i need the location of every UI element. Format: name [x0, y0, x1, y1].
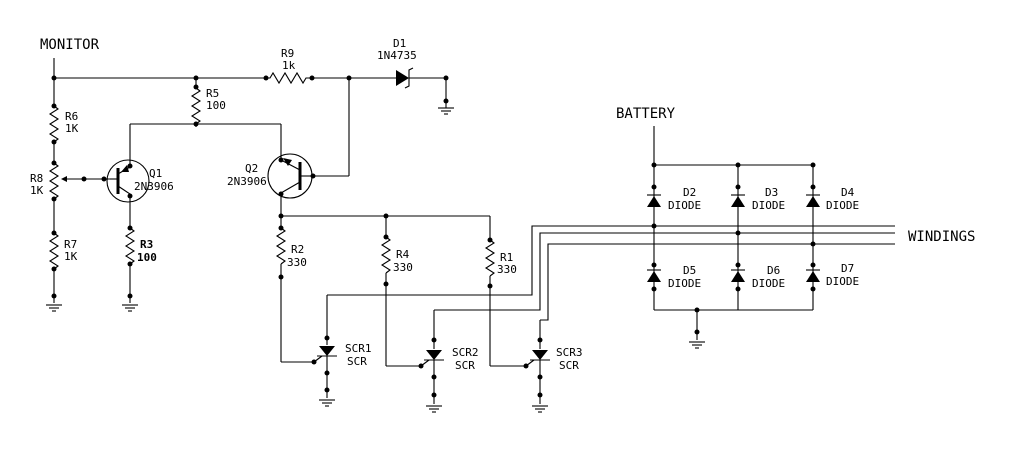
potentiometer-r8: R8 1K	[30, 160, 87, 202]
d2-ref: D2	[683, 186, 696, 199]
r9-ref: R9	[281, 47, 294, 60]
scr2-value: SCR	[455, 359, 475, 372]
resistor-r1: R1 330	[485, 230, 517, 366]
r3-value: 100	[137, 251, 157, 264]
r6-ref: R6	[65, 110, 78, 123]
transistor-q2: Q2 2N3906	[227, 153, 313, 199]
d5-ref: D5	[683, 264, 696, 277]
d6-value: DIODE	[752, 277, 785, 290]
resistor-r2: R2 330	[276, 225, 307, 362]
monitor-label: MONITOR	[40, 37, 100, 53]
d5-value: DIODE	[668, 277, 701, 290]
d7-value: DIODE	[826, 275, 859, 288]
resistor-r4: R4 330	[381, 228, 413, 366]
q1-value: 2N3906	[134, 180, 174, 193]
windings-label: WINDINGS	[908, 229, 975, 245]
diode-d4: D4 DIODE	[805, 184, 859, 247]
diode-d6: D6 DIODE	[730, 262, 785, 292]
ground-icon	[688, 341, 706, 349]
ground-icon	[531, 405, 549, 413]
battery-label: BATTERY	[616, 106, 676, 122]
scr3-ref: SCR3	[556, 346, 583, 359]
resistor-r9: R9 1k	[262, 47, 315, 85]
r1-ref: R1	[500, 251, 513, 264]
r1-value: 330	[497, 263, 517, 276]
d1-ref: D1	[393, 37, 406, 50]
resistor-r6: R6 1K	[49, 103, 79, 145]
q2-ref: Q2	[245, 162, 258, 175]
d3-value: DIODE	[752, 199, 785, 212]
r6-value: 1K	[65, 122, 79, 135]
scr1-ref: SCR1	[345, 342, 372, 355]
zener-d1: D1 1N4735	[377, 37, 455, 115]
r9-value: 1k	[282, 59, 296, 72]
transistor-q1: Q1 2N3906	[106, 159, 174, 203]
diode-d3: D3 DIODE	[730, 184, 785, 236]
r4-value: 330	[393, 261, 413, 274]
ground-icon	[425, 405, 443, 413]
ground-icon	[121, 304, 139, 312]
diode-d7: D7 DIODE	[805, 262, 859, 292]
r4-ref: R4	[396, 248, 410, 261]
d4-ref: D4	[841, 186, 855, 199]
scr2-ref: SCR2	[452, 346, 479, 359]
scr3-value: SCR	[559, 359, 579, 372]
scr3: SCR3 SCR	[490, 320, 583, 413]
d7-ref: D7	[841, 262, 854, 275]
resistor-r5: R5 100	[191, 78, 226, 127]
ground-icon	[437, 107, 455, 115]
ground-icon	[318, 399, 336, 407]
r2-value: 330	[287, 256, 307, 269]
scr1: SCR1 SCR	[281, 295, 372, 407]
q2-value: 2N3906	[227, 175, 267, 188]
r7-value: 1K	[64, 250, 78, 263]
r5-value: 100	[206, 99, 226, 112]
r3-ref: R3	[140, 238, 153, 251]
resistor-r3: R3 100	[125, 225, 157, 267]
ground-icon	[45, 304, 63, 312]
r2-ref: R2	[291, 243, 304, 256]
scr2: SCR2 SCR	[386, 310, 479, 413]
r8-value: 1K	[30, 184, 44, 197]
d3-ref: D3	[765, 186, 778, 199]
d1-value: 1N4735	[377, 49, 417, 62]
diode-d5: D5 DIODE	[646, 262, 701, 292]
scr1-value: SCR	[347, 355, 367, 368]
r7-ref: R7	[64, 238, 77, 251]
r8-ref: R8	[30, 172, 43, 185]
r5-ref: R5	[206, 87, 219, 100]
d6-ref: D6	[767, 264, 780, 277]
d4-value: DIODE	[826, 199, 859, 212]
resistor-r7: R7 1K	[49, 230, 78, 272]
d2-value: DIODE	[668, 199, 701, 212]
q1-ref: Q1	[149, 167, 162, 180]
diode-d2: D2 DIODE	[646, 184, 701, 229]
